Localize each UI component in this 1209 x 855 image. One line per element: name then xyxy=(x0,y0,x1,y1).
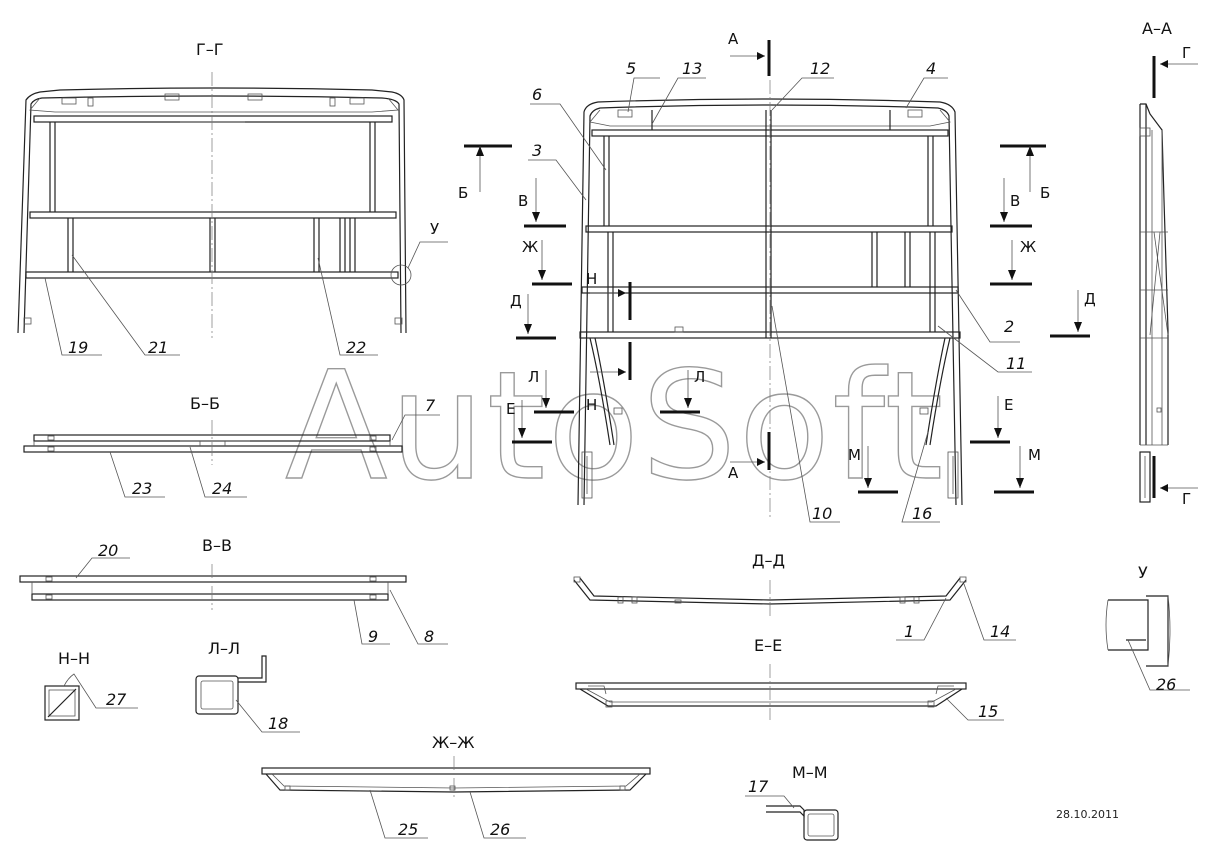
marker-b-left: Б xyxy=(458,184,468,202)
marker-l-left: Л xyxy=(528,368,539,386)
section-mm-view: М–М 17 xyxy=(745,763,839,841)
marker-e-left: Е xyxy=(506,400,515,418)
callout-21: 21 xyxy=(148,338,168,357)
section-title-nn: Н–Н xyxy=(58,649,90,668)
callout-3: 3 xyxy=(532,141,542,160)
callout-26b: 26 xyxy=(490,820,510,839)
marker-zh-left: Ж xyxy=(522,238,538,256)
section-title-bb: Б–Б xyxy=(190,394,220,413)
callout-25: 25 xyxy=(398,820,418,839)
marker-a-top: А xyxy=(728,30,739,48)
callout-13: 13 xyxy=(682,59,702,78)
section-title-ll: Л–Л xyxy=(208,639,240,658)
callout-14: 14 xyxy=(990,622,1010,641)
callout-24: 24 xyxy=(212,479,232,498)
callout-8: 8 xyxy=(424,627,434,646)
callout-19: 19 xyxy=(68,338,88,357)
callout-26a: 26 xyxy=(1156,675,1176,694)
section-title-vv: В–В xyxy=(202,536,232,555)
marker-zh-right: Ж xyxy=(1020,238,1036,256)
watermark: AutoSoft xyxy=(285,340,945,514)
marker-u: У xyxy=(430,220,439,238)
section-gg-view: Г–Г У 19 21 22 xyxy=(17,40,448,357)
marker-d-left: Д xyxy=(510,292,522,310)
callout-23: 23 xyxy=(132,479,152,498)
marker-v-right: В xyxy=(1010,192,1020,210)
callout-22: 22 xyxy=(346,338,366,357)
callout-11: 11 xyxy=(1006,354,1026,373)
marker-g-bottom: Г xyxy=(1182,490,1191,508)
marker-a-bottom: А xyxy=(728,464,739,482)
callout-4: 4 xyxy=(926,59,936,78)
section-title-aa: А–А xyxy=(1142,19,1172,38)
section-title-u: У xyxy=(1138,563,1148,582)
detail-u-view: У 26 xyxy=(1105,563,1190,694)
callout-17: 17 xyxy=(748,777,769,796)
section-aa-view: А–А Г Г xyxy=(1139,19,1198,508)
marker-e-right: Е xyxy=(1004,396,1013,414)
marker-l-right: Л xyxy=(694,368,705,386)
section-title-gg: Г–Г xyxy=(196,40,224,59)
section-ll-view: Л–Л 18 xyxy=(195,639,300,733)
marker-d-right: Д xyxy=(1084,290,1096,308)
callout-9: 9 xyxy=(368,627,378,646)
section-bb-view: Б–Б 7 23 24 xyxy=(23,394,440,498)
callout-7: 7 xyxy=(425,396,436,415)
callout-20: 20 xyxy=(98,541,118,560)
section-ee-view: Е–Е 15 xyxy=(575,636,1004,721)
marker-b-right: Б xyxy=(1040,184,1050,202)
callout-12: 12 xyxy=(810,59,830,78)
date-stamp: 28.10.2011 xyxy=(1056,808,1119,821)
callout-2: 2 xyxy=(1004,317,1014,336)
callout-5: 5 xyxy=(626,59,636,78)
section-title-zhzh: Ж–Ж xyxy=(432,733,474,752)
callout-16: 16 xyxy=(912,504,932,523)
marker-g-top: Г xyxy=(1182,44,1191,62)
section-nn-view: Н–Н 27 xyxy=(44,649,138,721)
section-vv-view: В–В 20 9 8 xyxy=(19,536,448,646)
callout-1: 1 xyxy=(904,622,914,641)
marker-v-left: В xyxy=(518,192,528,210)
marker-m-right: М xyxy=(1028,446,1041,464)
marker-n-bottom: Н xyxy=(586,396,597,414)
section-dd-view: Д–Д 1 14 xyxy=(573,551,1016,641)
cut-markers: Б Б В В Ж Ж Д Д Л Л xyxy=(458,144,1096,494)
marker-m-left: М xyxy=(848,446,861,464)
section-title-mm: М–М xyxy=(792,763,828,782)
section-zhzh-view: Ж–Ж 25 26 xyxy=(261,733,651,839)
callout-15: 15 xyxy=(978,702,998,721)
marker-n-top: Н xyxy=(586,270,597,288)
callout-6: 6 xyxy=(532,85,542,104)
callout-10: 10 xyxy=(812,504,832,523)
section-title-ee: Е–Е xyxy=(754,636,782,655)
callout-18: 18 xyxy=(268,714,288,733)
main-frame-view: А А Н Н 5 13 12 4 6 3 2 11 10 16 xyxy=(528,30,1032,523)
callout-27: 27 xyxy=(106,690,127,709)
section-title-dd: Д–Д xyxy=(752,551,785,570)
